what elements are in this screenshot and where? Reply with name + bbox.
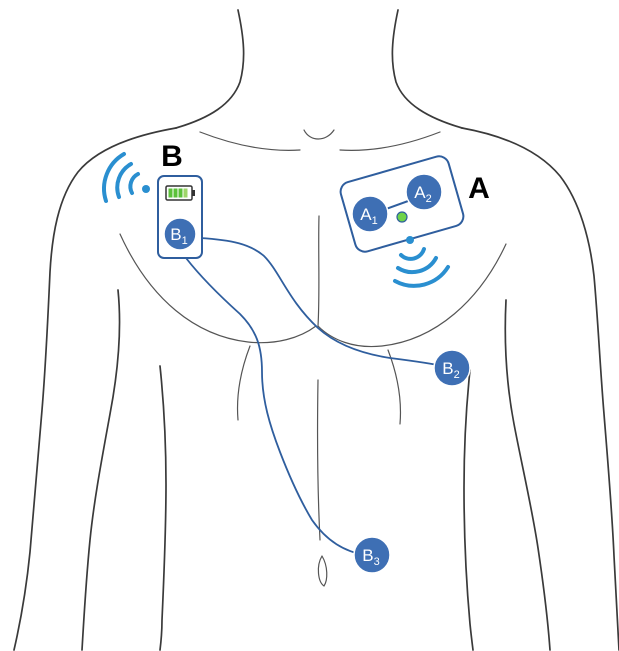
electrode-a1-index: 1 [372,215,378,227]
electrode-a1: A1 [352,196,388,232]
device-b: B1 B [158,140,202,258]
torso-outline [14,10,619,650]
status-led [397,212,407,222]
battery-icon [166,186,195,200]
electrode-b3-letter: B [362,546,373,565]
electrode-b3: B3 [354,537,390,573]
electrode-a1-letter: A [360,205,372,224]
wifi-signal-icon [395,236,448,286]
electrode-b1-index: 1 [182,235,188,247]
electrode-b2: B2 [434,350,470,386]
device-b-label: B [161,140,183,173]
electrode-b2-index: 2 [454,369,460,381]
electrode-a2: A2 [406,174,442,210]
device-a: A1 A2 A [338,154,490,254]
electrode-b3-index: 3 [374,556,380,568]
wire-b1-to-b3 [186,258,366,555]
electrode-a2-letter: A [414,183,426,202]
electrode-a2-index: 2 [426,193,432,205]
electrode-b1: B1 [164,218,196,250]
device-a-label: A [468,172,490,205]
wifi-signal-icon [104,154,150,201]
electrode-b2-letter: B [442,359,453,378]
electrode-b1-letter: B [170,225,181,244]
